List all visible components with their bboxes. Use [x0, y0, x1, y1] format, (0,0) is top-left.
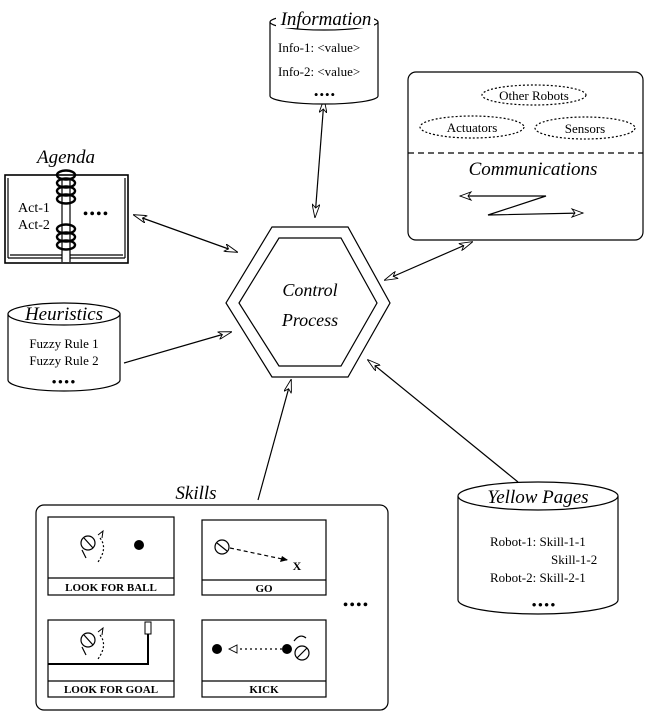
skill-kick: KICK [201, 619, 327, 698]
heuristics-cylinder-body [7, 314, 121, 392]
robot-icon-heading [216, 542, 228, 552]
agenda-book: Agenda Act-1 Act-2 •••• [4, 147, 129, 264]
kick-swing-arc [293, 635, 307, 642]
robot-icon [214, 539, 230, 555]
turn-arrow-small [81, 646, 87, 656]
actuators-ellipse [419, 115, 525, 139]
agenda-more: •••• [83, 206, 109, 223]
kick-arrowhead [227, 644, 238, 654]
heuristics-title: Heuristics [24, 304, 103, 325]
information-title-backdrop [276, 8, 374, 28]
sensors-label: Sensors [565, 121, 605, 136]
skills-library: Skills LOOK FOR BALL GO X [35, 483, 389, 711]
robot-icon-heading [83, 634, 94, 646]
robot-icon [294, 645, 310, 661]
other-robots-ellipse [481, 84, 587, 106]
go-arrowhead [280, 556, 288, 562]
skill-look-for-ball-label: LOOK FOR BALL [65, 582, 157, 594]
skill-look-for-ball: LOOK FOR BALL [47, 516, 175, 596]
actuators-label: Actuators [447, 120, 498, 135]
arrow-communications-control [385, 242, 472, 280]
robot-icon-heading [296, 647, 308, 659]
information-more: •••• [314, 87, 336, 102]
ball-icon-target [212, 644, 222, 654]
control-label-line2: Process [281, 310, 338, 330]
communications-zigzag [460, 195, 584, 216]
heuristics-cylinder-top [7, 302, 121, 326]
field-boundary [48, 628, 149, 665]
turn-path-dotted [97, 537, 105, 563]
agenda-title: Agenda [35, 147, 95, 168]
turn-path-dotted [97, 634, 105, 660]
ball-icon [282, 644, 292, 654]
heuristics-store: Heuristics Fuzzy Rule 1 Fuzzy Rule 2 •••… [7, 302, 121, 392]
yellow-pages-cylinder-top [457, 481, 619, 511]
communications-panel: Other Robots Actuators Sensors Communica… [407, 71, 644, 241]
ball-icon [134, 540, 144, 550]
heuristics-rule-1: Fuzzy Rule 1 [29, 336, 98, 351]
communications-title: Communications [469, 159, 598, 180]
skills-title: Skills [175, 483, 216, 504]
yellow-pages-store: Yellow Pages Robot-1: Skill-1-1 Skill-1-… [457, 481, 619, 615]
go-path-dashed [229, 547, 288, 561]
heuristics-more: •••• [51, 375, 76, 391]
skill-go-label: GO [255, 583, 273, 595]
information-store: Information Info-1: <value> Info-2: <val… [269, 8, 379, 105]
yellow-pages-title: Yellow Pages [487, 487, 588, 508]
information-item-1: Info-1: <value> [278, 40, 360, 55]
yellow-pages-line-1: Robot-1: Skill-1-1 [490, 534, 586, 549]
go-target-mark: X [293, 559, 302, 573]
agenda-rings-top [55, 169, 77, 205]
turn-arrow-small [81, 549, 87, 559]
arrow-yellowpages-control [368, 360, 519, 483]
goal-post-icon [144, 621, 152, 635]
robot-icon [80, 535, 96, 551]
arrow-information-control [315, 100, 324, 217]
yellow-pages-line-3: Robot-2: Skill-2-1 [490, 570, 586, 585]
turn-arrowhead [97, 626, 104, 636]
arrow-skills-control [257, 380, 291, 501]
skill-go: GO X [201, 519, 327, 596]
information-item-2: Info-2: <value> [278, 64, 360, 79]
robot-icon-heading [83, 537, 94, 549]
zigzag-arrowhead-left [458, 191, 473, 201]
sensors-ellipse [534, 116, 636, 140]
skill-look-for-ball-card [47, 516, 175, 596]
information-cylinder-body [269, 22, 379, 105]
skill-look-for-goal-card [47, 619, 175, 698]
skill-look-for-goal-label: LOOK FOR GOAL [64, 684, 158, 696]
yellow-pages-line-2: Skill-1-2 [551, 552, 597, 567]
skill-go-card [201, 519, 327, 596]
arrow-heuristics-control [123, 332, 231, 364]
yellow-pages-cylinder-body [457, 496, 619, 615]
skill-look-for-goal: LOOK FOR GOAL [47, 619, 175, 698]
control-process: Control Process [225, 226, 391, 378]
agenda-act-2: Act-2 [18, 218, 50, 233]
other-robots-label: Other Robots [499, 88, 569, 103]
control-hexagon-outer [225, 226, 391, 378]
robot-icon [80, 632, 96, 648]
agenda-act-1: Act-1 [18, 201, 50, 216]
agenda-rings-bottom [55, 223, 77, 251]
control-label-line1: Control [282, 280, 337, 300]
arrow-agenda-control [134, 215, 237, 252]
control-hexagon-inner [238, 237, 378, 367]
skills-more: •••• [343, 597, 369, 614]
skill-kick-label: KICK [249, 684, 279, 696]
heuristics-rule-2: Fuzzy Rule 2 [29, 353, 98, 368]
connections [123, 100, 519, 501]
information-title: Information [280, 9, 372, 30]
yellow-pages-more: •••• [531, 598, 556, 614]
turn-arrowhead [97, 529, 104, 539]
zigzag-arrowhead-right [570, 208, 585, 218]
